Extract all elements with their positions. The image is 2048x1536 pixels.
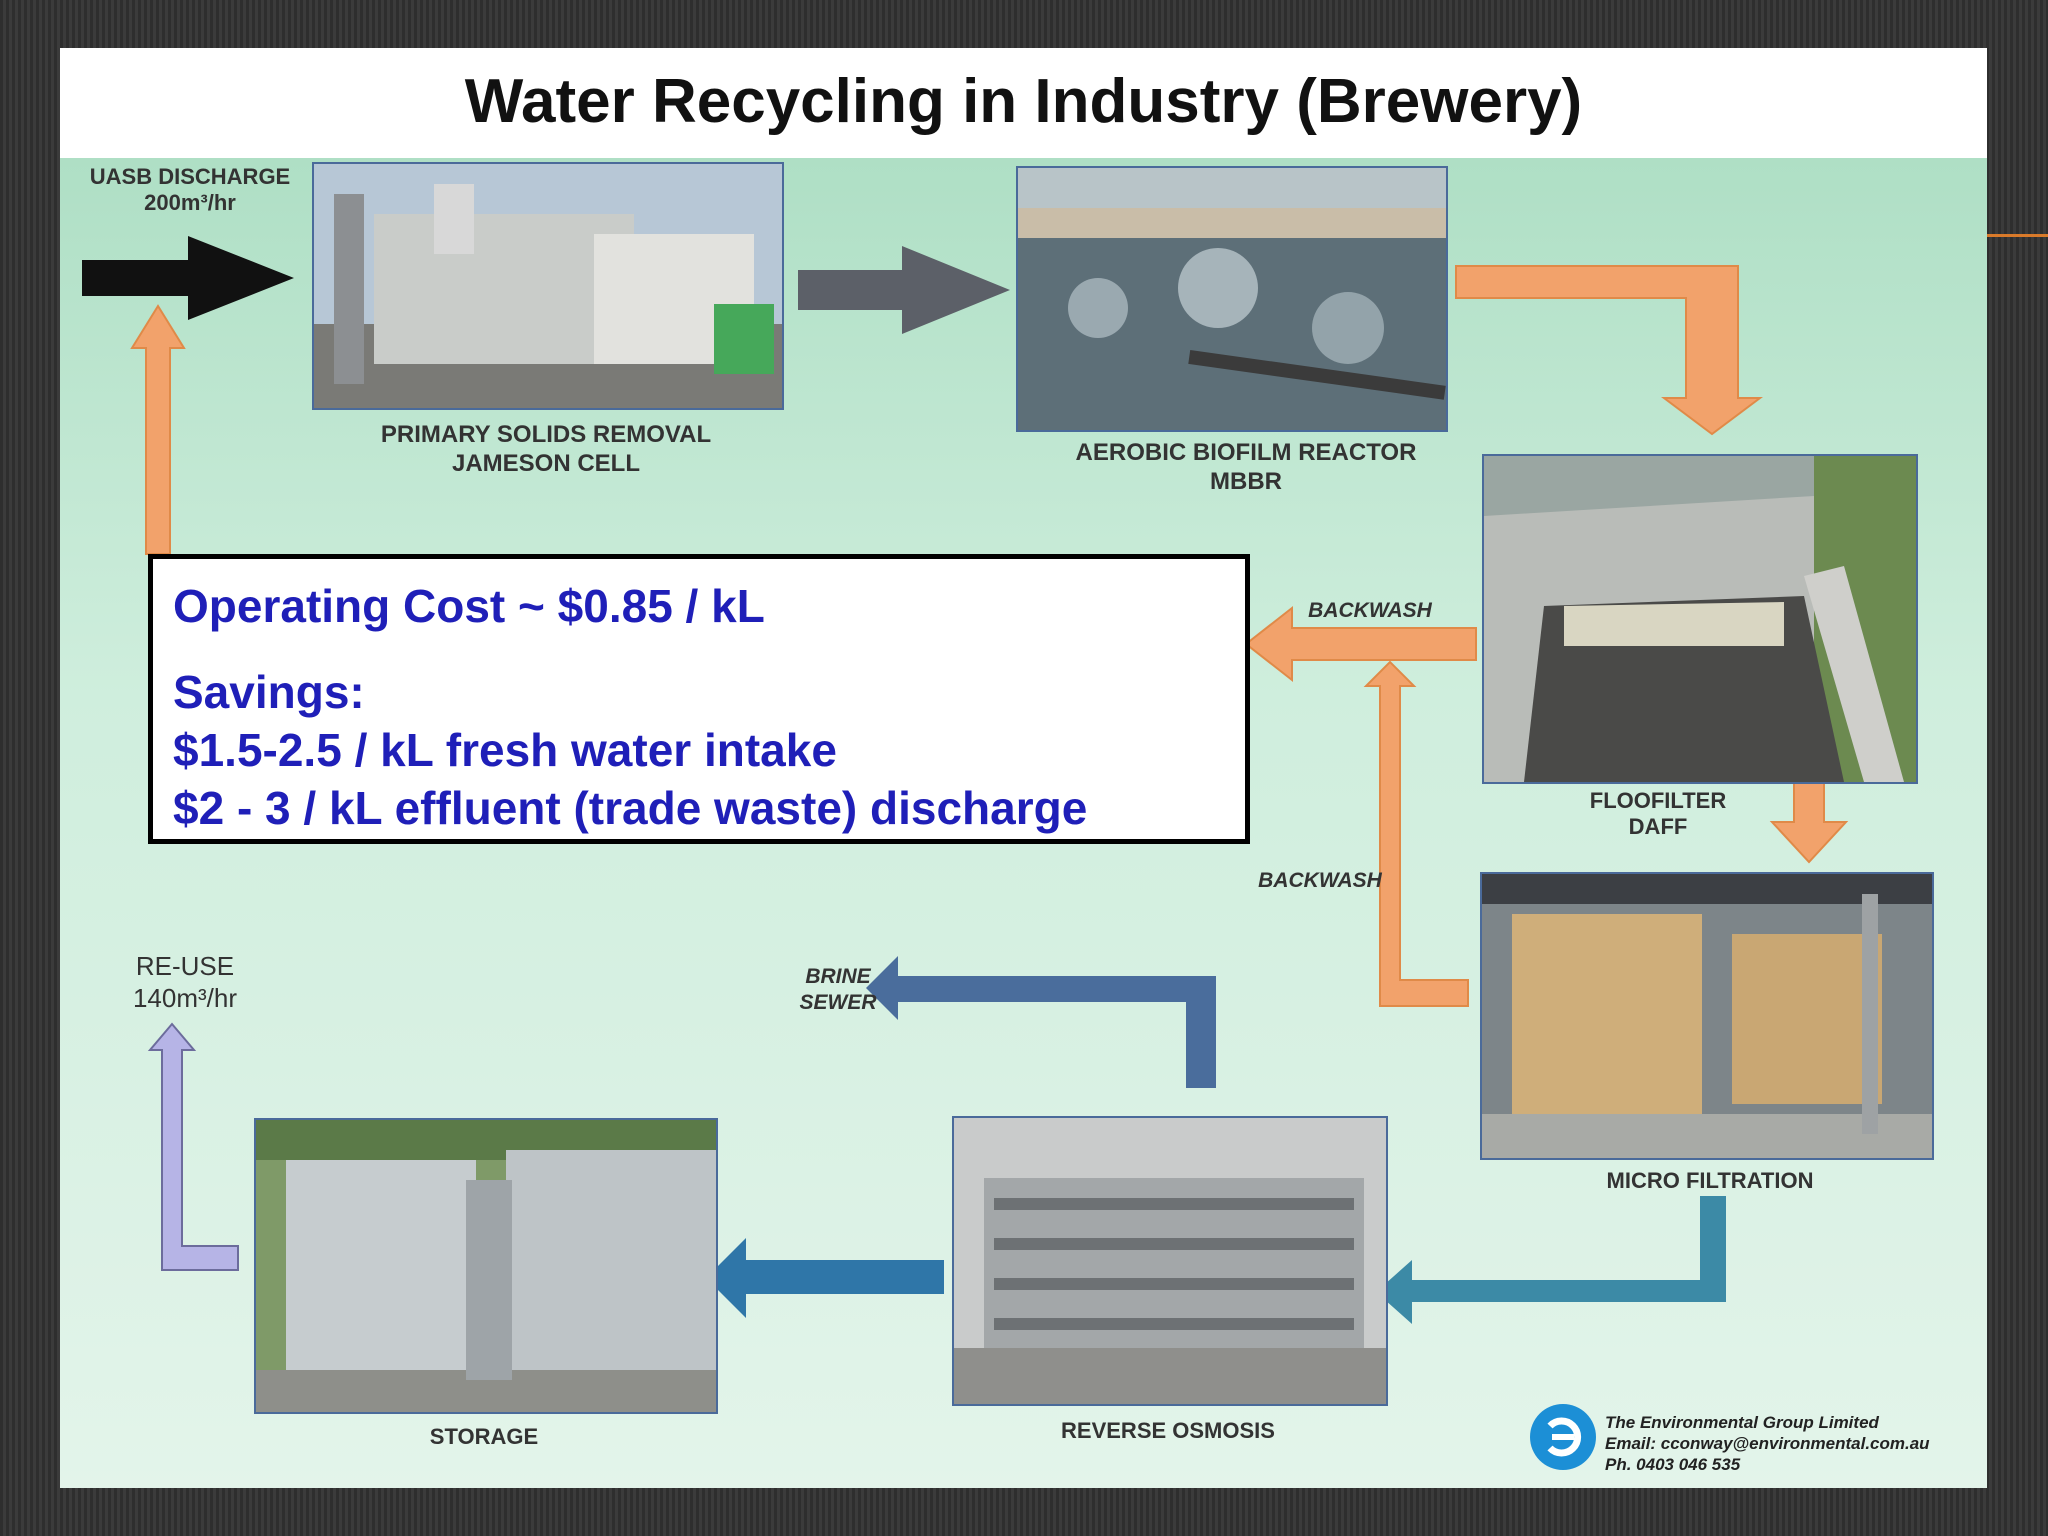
micro-label-line1: MICRO FILTRATION: [1606, 1168, 1814, 1193]
company-name: The Environmental Group Limited: [1605, 1413, 1879, 1432]
reuse-label-line1: RE-USE: [135, 951, 235, 981]
primary-label-line1: PRIMARY SOLIDS REMOVAL: [380, 421, 712, 448]
reuse-label: RE-USE 140m³/hr: [110, 950, 260, 1014]
slide-title: Water Recycling in Industry (Brewery): [464, 67, 1583, 136]
cost-box: Operating Cost ~ $0.85 / kL Savings: $1.…: [148, 554, 1250, 844]
inflow-arrow: [82, 236, 294, 320]
brine-label-line2: SEWER: [799, 991, 877, 1014]
floofilter-label-line2: DAFF: [1628, 814, 1688, 839]
aerobic-to-floofilter-arrow: [1455, 265, 1763, 436]
aerobic-label: AEROBIC BIOFILM REACTOR MBBR: [1016, 438, 1476, 496]
inflow-label-line1: UASB DISCHARGE: [89, 164, 291, 189]
backwash-upper-label: BACKWASH: [1308, 599, 1432, 622]
storage-label-line1: STORAGE: [429, 1424, 539, 1449]
floofilter-photo: [1482, 454, 1918, 784]
operating-cost: Operating Cost ~ $0.85 / kL: [173, 580, 765, 632]
inflow-label-line2: 200m³/hr: [144, 190, 236, 215]
inflow-label: UASB DISCHARGE 200m³/hr: [80, 164, 300, 216]
primary-solids-photo: [312, 162, 784, 410]
micro-to-ro-arrow: [1376, 1196, 1726, 1324]
micro-label: MICRO FILTRATION: [1560, 1166, 1860, 1195]
backwash-lower-label: BACKWASH: [1258, 869, 1382, 892]
slide: Water Recycling in Industry (Brewery) UA…: [60, 48, 1987, 1488]
ro-label: REVERSE OSMOSIS: [952, 1416, 1384, 1445]
title-bar: Water Recycling in Industry (Brewery): [60, 48, 1987, 158]
brine-label: BRINE SEWER: [778, 964, 898, 1016]
floofilter-label: FLOOFILTER DAFF: [1568, 788, 1748, 840]
primary-label-line2: JAMESON CELL: [451, 450, 640, 477]
saving-fresh-water: $1.5-2.5 / kL fresh water intake: [173, 724, 837, 776]
company-logo: [1530, 1404, 1596, 1470]
aerobic-label-line1: AEROBIC BIOFILM REACTOR: [1075, 439, 1417, 466]
floofilter-label-line1: FLOOFILTER: [1589, 788, 1727, 813]
flow-arrows: [82, 236, 1849, 1324]
micro-filtration-photo: [1480, 872, 1934, 1160]
accent-line: [1985, 234, 2048, 237]
recycle-up-arrow: [130, 304, 186, 555]
brine-arrow: [866, 956, 1216, 1088]
aerobic-reactor-photo: [1016, 166, 1448, 432]
backwash-lower-arrow: [1363, 660, 1469, 1007]
aerobic-label-line2: MBBR: [1210, 468, 1282, 495]
brine-label-line1: BRINE: [805, 965, 871, 988]
ro-to-storage-arrow: [706, 1238, 944, 1318]
storage-label: STORAGE: [254, 1422, 714, 1451]
reuse-arrow: [147, 1022, 239, 1271]
savings-heading: Savings:: [173, 666, 365, 718]
reverse-osmosis-photo: [952, 1116, 1388, 1406]
ro-label-line1: REVERSE OSMOSIS: [1061, 1418, 1275, 1443]
company-email: Email: cconway@environmental.com.au: [1605, 1434, 1930, 1453]
saving-effluent: $2 - 3 / kL effluent (trade waste) disch…: [173, 782, 1088, 834]
storage-photo: [254, 1118, 718, 1414]
primary-label: PRIMARY SOLIDS REMOVAL JAMESON CELL: [312, 420, 780, 478]
company-phone: Ph. 0403 046 535: [1605, 1455, 1741, 1474]
reuse-label-line2: 140m³/hr: [132, 983, 238, 1013]
floofilter-to-micro-arrow: [1769, 781, 1849, 864]
company-info: The Environmental Group Limited Email: c…: [1605, 1412, 1930, 1475]
primary-to-aerobic-arrow: [798, 246, 1010, 334]
